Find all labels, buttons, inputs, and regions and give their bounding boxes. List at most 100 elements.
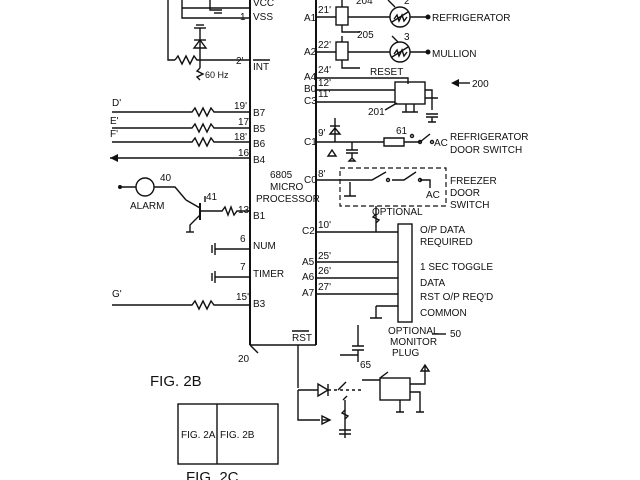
pin-num-num: 6 <box>240 234 246 245</box>
pin-num-b3: 15' <box>236 292 249 303</box>
optional-box <box>339 167 447 207</box>
door-switch-line1: REFRIGERATOR <box>450 132 529 143</box>
monitor-sig-6: COMMON <box>420 308 467 319</box>
reset-ic <box>394 81 426 105</box>
pin-name-a2: A2 <box>304 47 317 58</box>
freezer-line3: SWITCH <box>450 200 489 211</box>
rst-label: RST <box>292 333 312 344</box>
freezer-line2: DOOR <box>450 188 480 199</box>
optional-label: OPTIONAL <box>372 207 423 218</box>
pin-name-a4: A4 <box>304 72 317 83</box>
monitor-line1: OPTIONAL <box>388 326 439 337</box>
door-switch-ref: 61 <box>396 126 408 137</box>
monitor-sig-3: 1 SEC TOGGLE <box>420 262 493 273</box>
pin-name-a1: A1 <box>304 13 317 24</box>
pin-name-c3: C3 <box>304 96 317 107</box>
pin-num-c1: 9' <box>318 128 326 139</box>
pin-num-c2: 10' <box>318 220 331 231</box>
alarm-indicator <box>135 177 155 197</box>
load-refrigerator: REFRIGERATOR <box>432 13 511 24</box>
input-e: E' <box>110 116 119 127</box>
reset-label: RESET <box>370 67 403 78</box>
reset-ref: 201 <box>368 107 385 118</box>
monitor-sig-1: O/P DATA <box>420 225 465 236</box>
input-g: G' <box>112 289 122 300</box>
pin-name-vcc: VCC <box>253 0 274 9</box>
monitor-sig-5: RST O/P REQ'D <box>420 292 493 303</box>
right-circuit: 204 2 REFRIGERATOR 205 3 MULLION RESET 2… <box>297 0 529 438</box>
monitor-line3: PLUG <box>392 348 419 359</box>
pin-name-timer: TIMER <box>253 269 284 280</box>
monitor-plug <box>397 223 413 323</box>
pin-num-int: 2' <box>236 56 244 67</box>
fig-bottom-label: FIG. 2C <box>186 469 239 480</box>
left-circuit: 60 Hz D' E' F' 40 ALARM 41 G' <box>110 0 250 311</box>
alarm-ref: 40 <box>160 173 172 184</box>
monitor-sig-4: DATA <box>420 278 446 289</box>
reset-ckt-ref: 65 <box>360 360 372 371</box>
pin-name-b4: B4 <box>253 155 266 166</box>
input-d: D' <box>112 98 121 109</box>
fig-box-right: FIG. 2B <box>220 430 255 441</box>
pin-num-a2: 22' <box>318 40 331 51</box>
door-switch-ac: AC <box>434 138 448 149</box>
pin-name-vss: VSS <box>253 12 273 23</box>
pin-name-c1: C1 <box>304 137 317 148</box>
pin-name-a5: A5 <box>302 257 315 268</box>
pin-num-a1: 21' <box>318 5 331 16</box>
pin-name-b0: B0 <box>304 84 317 95</box>
lamp-ref-3: 3 <box>404 32 410 43</box>
freezer-line1: FREEZER <box>450 176 497 187</box>
microprocessor: 6805 MICRO PROCESSOR 20 RST <box>238 0 320 365</box>
figure-labels: FIG. 2B FIG. 2A FIG. 2B FIG. 2C <box>150 373 279 480</box>
monitor-line2: MONITOR <box>390 337 437 348</box>
door-switch-line2: DOOR SWITCH <box>450 145 522 156</box>
block-ref: 200 <box>472 79 489 90</box>
right-pins: A1 21' A2 22' A4 24' B0 12' C3 11' C1 9'… <box>302 5 331 299</box>
pin-name-int: INT <box>253 62 269 73</box>
chip-name-1: 6805 <box>270 170 293 181</box>
pin-num-c3: 11' <box>318 89 330 100</box>
pin-num-b5: 17 <box>238 117 250 128</box>
pin-name-b1: B1 <box>253 211 266 222</box>
relay-ref-204: 204 <box>356 0 373 7</box>
freq-label: 60 Hz <box>205 70 229 80</box>
pin-num-b6: 18' <box>234 132 247 143</box>
fig-index-box <box>177 403 279 465</box>
pin-num-b0: 12' <box>318 78 331 89</box>
fig-box-left: FIG. 2A <box>181 430 216 441</box>
left-pins: VCC 1 VSS 2' INT 19' B7 17 B5 18' B6 16 … <box>234 0 284 310</box>
chip-ref: 20 <box>238 354 250 365</box>
pin-name-c2: C2 <box>302 226 315 237</box>
pin-num-a5: 25' <box>318 251 331 262</box>
transistor-ref: 41 <box>206 192 218 203</box>
load-mullion: MULLION <box>432 49 476 60</box>
pin-name-a7: A7 <box>302 288 315 299</box>
pin-num-a6: 26' <box>318 266 331 277</box>
pin-name-num: NUM <box>253 241 276 252</box>
monitor-ref: 50 <box>450 329 462 340</box>
fig-main-label: FIG. 2B <box>150 373 202 390</box>
pin-num-a4: 24' <box>318 65 331 76</box>
pin-name-b6: B6 <box>253 139 266 150</box>
pin-num-timer: 7 <box>240 262 246 273</box>
lamp-ref-2: 2 <box>404 0 410 7</box>
reset-ckt-ic <box>379 377 411 401</box>
pin-num-c0: 8' <box>318 169 326 180</box>
chip-name-3: PROCESSOR <box>256 194 320 205</box>
pin-num-b7: 19' <box>234 101 247 112</box>
input-f: F' <box>110 129 118 140</box>
pin-num-a7: 27' <box>318 282 331 293</box>
pin-name-b7: B7 <box>253 108 266 119</box>
pin-name-c0: C0 <box>304 175 317 186</box>
pin-name-b5: B5 <box>253 124 266 135</box>
pin-name-b3: B3 <box>253 299 266 310</box>
alarm-label: ALARM <box>130 201 164 212</box>
monitor-sig-2: REQUIRED <box>420 237 473 248</box>
chip-name-2: MICRO <box>270 182 304 193</box>
pin-num-b4: 16 <box>238 148 250 159</box>
freezer-ac: AC <box>426 190 440 201</box>
relay-ref-205: 205 <box>357 30 374 41</box>
